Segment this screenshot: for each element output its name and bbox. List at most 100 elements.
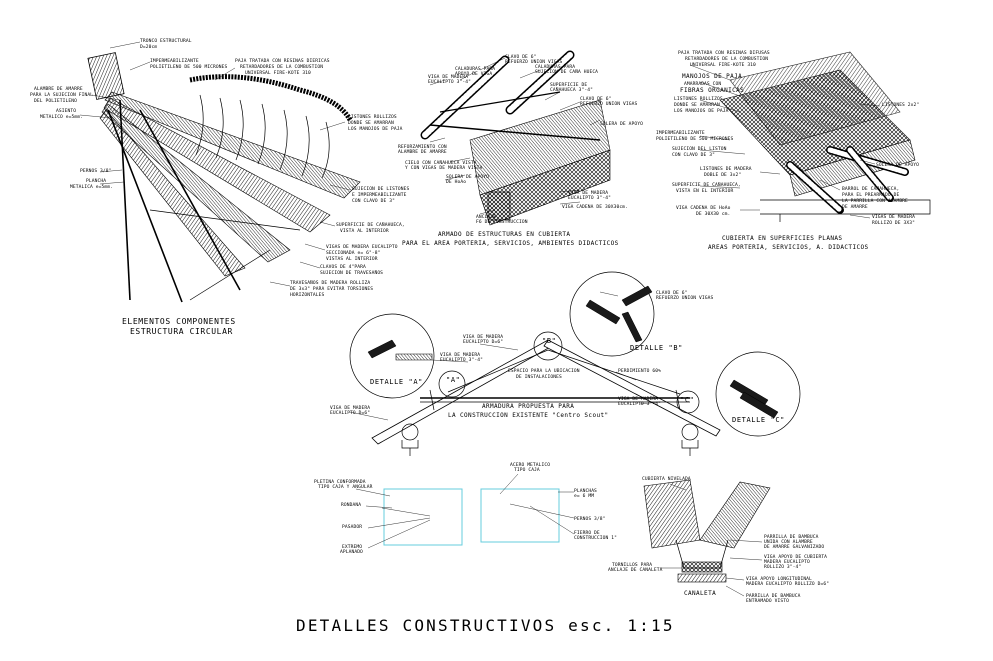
label: MANOJOS DE PAJA [682,73,742,80]
label: EUCALIPTO D=6" [463,339,503,345]
label: ROLLIZO 3"-4" [764,564,801,570]
tag-b: "B" [542,337,556,345]
label: DE 3x3" PARA EVITAR TORSIONES [290,286,373,292]
label: CLAVO DE 6" [505,54,537,60]
label: TORNILLOS PARA [612,562,652,568]
space-note-line2: DE INSTALACIONES [516,374,562,380]
label: ALAMBRE DE AMARRE [34,86,83,92]
label: EUCALIPTO 3"-4" [568,195,611,201]
cubierta-labels: PAJA TRATADA CON RESINAS DIFUSAS RETARDA… [656,50,919,226]
label: REFORZAMIENTO CON [398,144,447,150]
detail-a-bubble [349,313,435,399]
label: CALADURAS PARA [455,66,495,72]
anchor-box-right [480,488,560,543]
label: LOS MANOJOS DE PAJA [674,108,729,114]
label: ANCLAJE DE CANALETA [608,567,663,573]
armado-labels: CLAVO DE 6" REFUERZO UNION VIGAS CALADUR… [398,54,643,225]
label: DEL POLIETILENO [34,98,77,104]
flat-roof-drawing: PAJA TRATADA CON RESINAS DIFUSAS RETARDA… [656,50,931,251]
label: MADERA EUCALIPTO ROLLIZO D=6" [746,581,829,587]
label: SUJECION DE TRAVESAÑOS [320,269,383,276]
label: IMPERMEABILIZANTE [150,58,199,64]
label: METALICO e=5mm. [40,114,83,120]
label: LISTONES 2x2" [882,102,919,108]
label: SOLERA DE APOYO [446,174,489,180]
label: e= 6 MM [574,493,594,499]
label: IMPERMEABILIZANTE [656,130,705,136]
label: VIGA DE MADERA [463,334,503,340]
truss-title-line1: ARMADURA PROPUESTA PARA [482,403,574,410]
label: VISTA EN EL INTERIOR [676,188,733,194]
label: VIGA APOYO LONGITUDINAL [746,576,812,582]
label: VIGA APOYO DE CUBIERTA [764,554,827,560]
label: APLANADO [340,549,363,555]
roof-structure-drawing: CLAVO DE 6" REFUERZO UNION VIGAS CALADUR… [398,50,643,247]
anchor-box-left [383,488,463,546]
label: REFUERZO UNION VIGAS [656,295,713,301]
label: SOLERA DE APOYO [876,162,919,168]
label: SUPERFICIE DE CAÑAHUECA, [336,221,405,228]
armadura-labels: CLAVO DE 6" REFUERZO UNION VIGAS VIGA DE… [330,290,713,416]
label: APOYO DE VIGA [455,71,492,77]
cubierta-caption-line1: CUBIERTA EN SUPERFICIES PLANAS [722,235,842,242]
label: BARROL DE CAÑAHUECA, [842,185,899,192]
armado-caption-line2: PARA EL AREA PORTERIA, SERVICIOS, AMBIEN… [402,240,619,247]
label: CON CLAVO DE 3" [352,198,395,204]
anchor-labels-left: PLETINA CONFORMADA TIPO CAJA Y ANGULAR R… [314,479,372,555]
label: LISTONES DE MADERA [700,166,752,172]
label: D=20cm [140,44,157,50]
label: LOS MANOJOS DE PAJA [348,126,403,132]
label: CIELO CON CAÑAHUECA VISTA [405,159,477,166]
label: REFUERZO UNION VIGAS [505,59,562,65]
label: CUBIERTA NIVELADA [642,476,691,482]
label: EUCALIPTO 3"-4" [428,79,471,85]
label: REFUERZO UNION VIGAS [580,101,637,107]
label: TRAVESAÑOS DE MADERA ROLLIZA [290,279,370,286]
label: Y CON VIGAS DE MADERA VISTA [405,165,483,171]
label: RONDANA [341,502,361,508]
label: PLETINA CONFORMADA [314,479,366,485]
label: SOLERA DE APOYO [600,121,643,127]
label: UNIVERSAL FIRE-KOTE 310 [245,70,311,76]
label: SECCIONADA e= 6"-8" [326,250,380,256]
label: DOBLE DE 3x2" [704,172,741,178]
label: METALICA e=5mm. [70,184,113,190]
label: PARRILLA DE BAMBUCA [746,593,801,599]
label: PARA LA SUJECION FINAL [30,92,93,98]
label: VIGA DE MADERA [330,405,370,411]
label: F6 DE CONSTRUCCION [476,219,528,225]
label: MADERA EUCALIPTO [764,559,810,565]
label: LISTONES ROLLIZOS [674,96,723,102]
truss-drawing: "A" "B" "C" DETALLE "A" DETALLE "B" DETA… [330,271,801,456]
label: UNIVERSAL FIRE-KOTE 310 [690,62,756,68]
label: ROLLIZO DE 3X3" [872,220,915,226]
detail-c-label: DETALLE "C" [732,416,785,424]
label: DE AMARRE [842,204,868,210]
label: PERNOS 3/8" [574,516,606,522]
label: VIGAS DE MADERA [872,214,915,220]
label: FIERRO DE [574,530,600,536]
cubierta-caption-line2: AREAS PORTERIA, SERVICIOS, A. DIDACTICOS [708,244,869,251]
label: VIGA DE MADERA [568,190,608,196]
tag-c: "C" [680,396,694,404]
label: VIGA CADENA DE HoAo [676,205,731,211]
label: EUCALIPTO 3"-4" [440,357,483,363]
label: VIGAS DE MADERA EUCALIPTO [326,244,398,250]
circular-labels: TRONCO ESTRUCTURAL D=20cm IMPERMEABILIZA… [30,38,409,298]
label: PARA EL PREARMADO DE [842,192,899,198]
label: ALAMBRE DE AMARRE [398,149,447,155]
label: LA PARRILLA CON ALAMBRE [842,198,908,204]
detail-b-label: DETALLE "B" [630,344,683,352]
label: EUCALIPTO D=6" [330,410,370,416]
label: CLAVOS DE 4"PARA [320,264,366,270]
label: EUCALIPTO 3"-4" [618,401,661,407]
label: CLAVO DE 6" [580,96,612,102]
label: CAÑAHUECA 3"-4" [550,86,593,93]
detail-c-bubble [715,351,801,437]
label: SUJECION DE LISTONES [352,186,409,192]
label: TRONCO ESTRUCTURAL [140,38,192,44]
label: FIBRAS ORGANICAS [680,87,744,94]
anchor-labels-right: ACERO METALICO TIPO CAJA PLANCHAS e= 6 M… [510,462,617,541]
